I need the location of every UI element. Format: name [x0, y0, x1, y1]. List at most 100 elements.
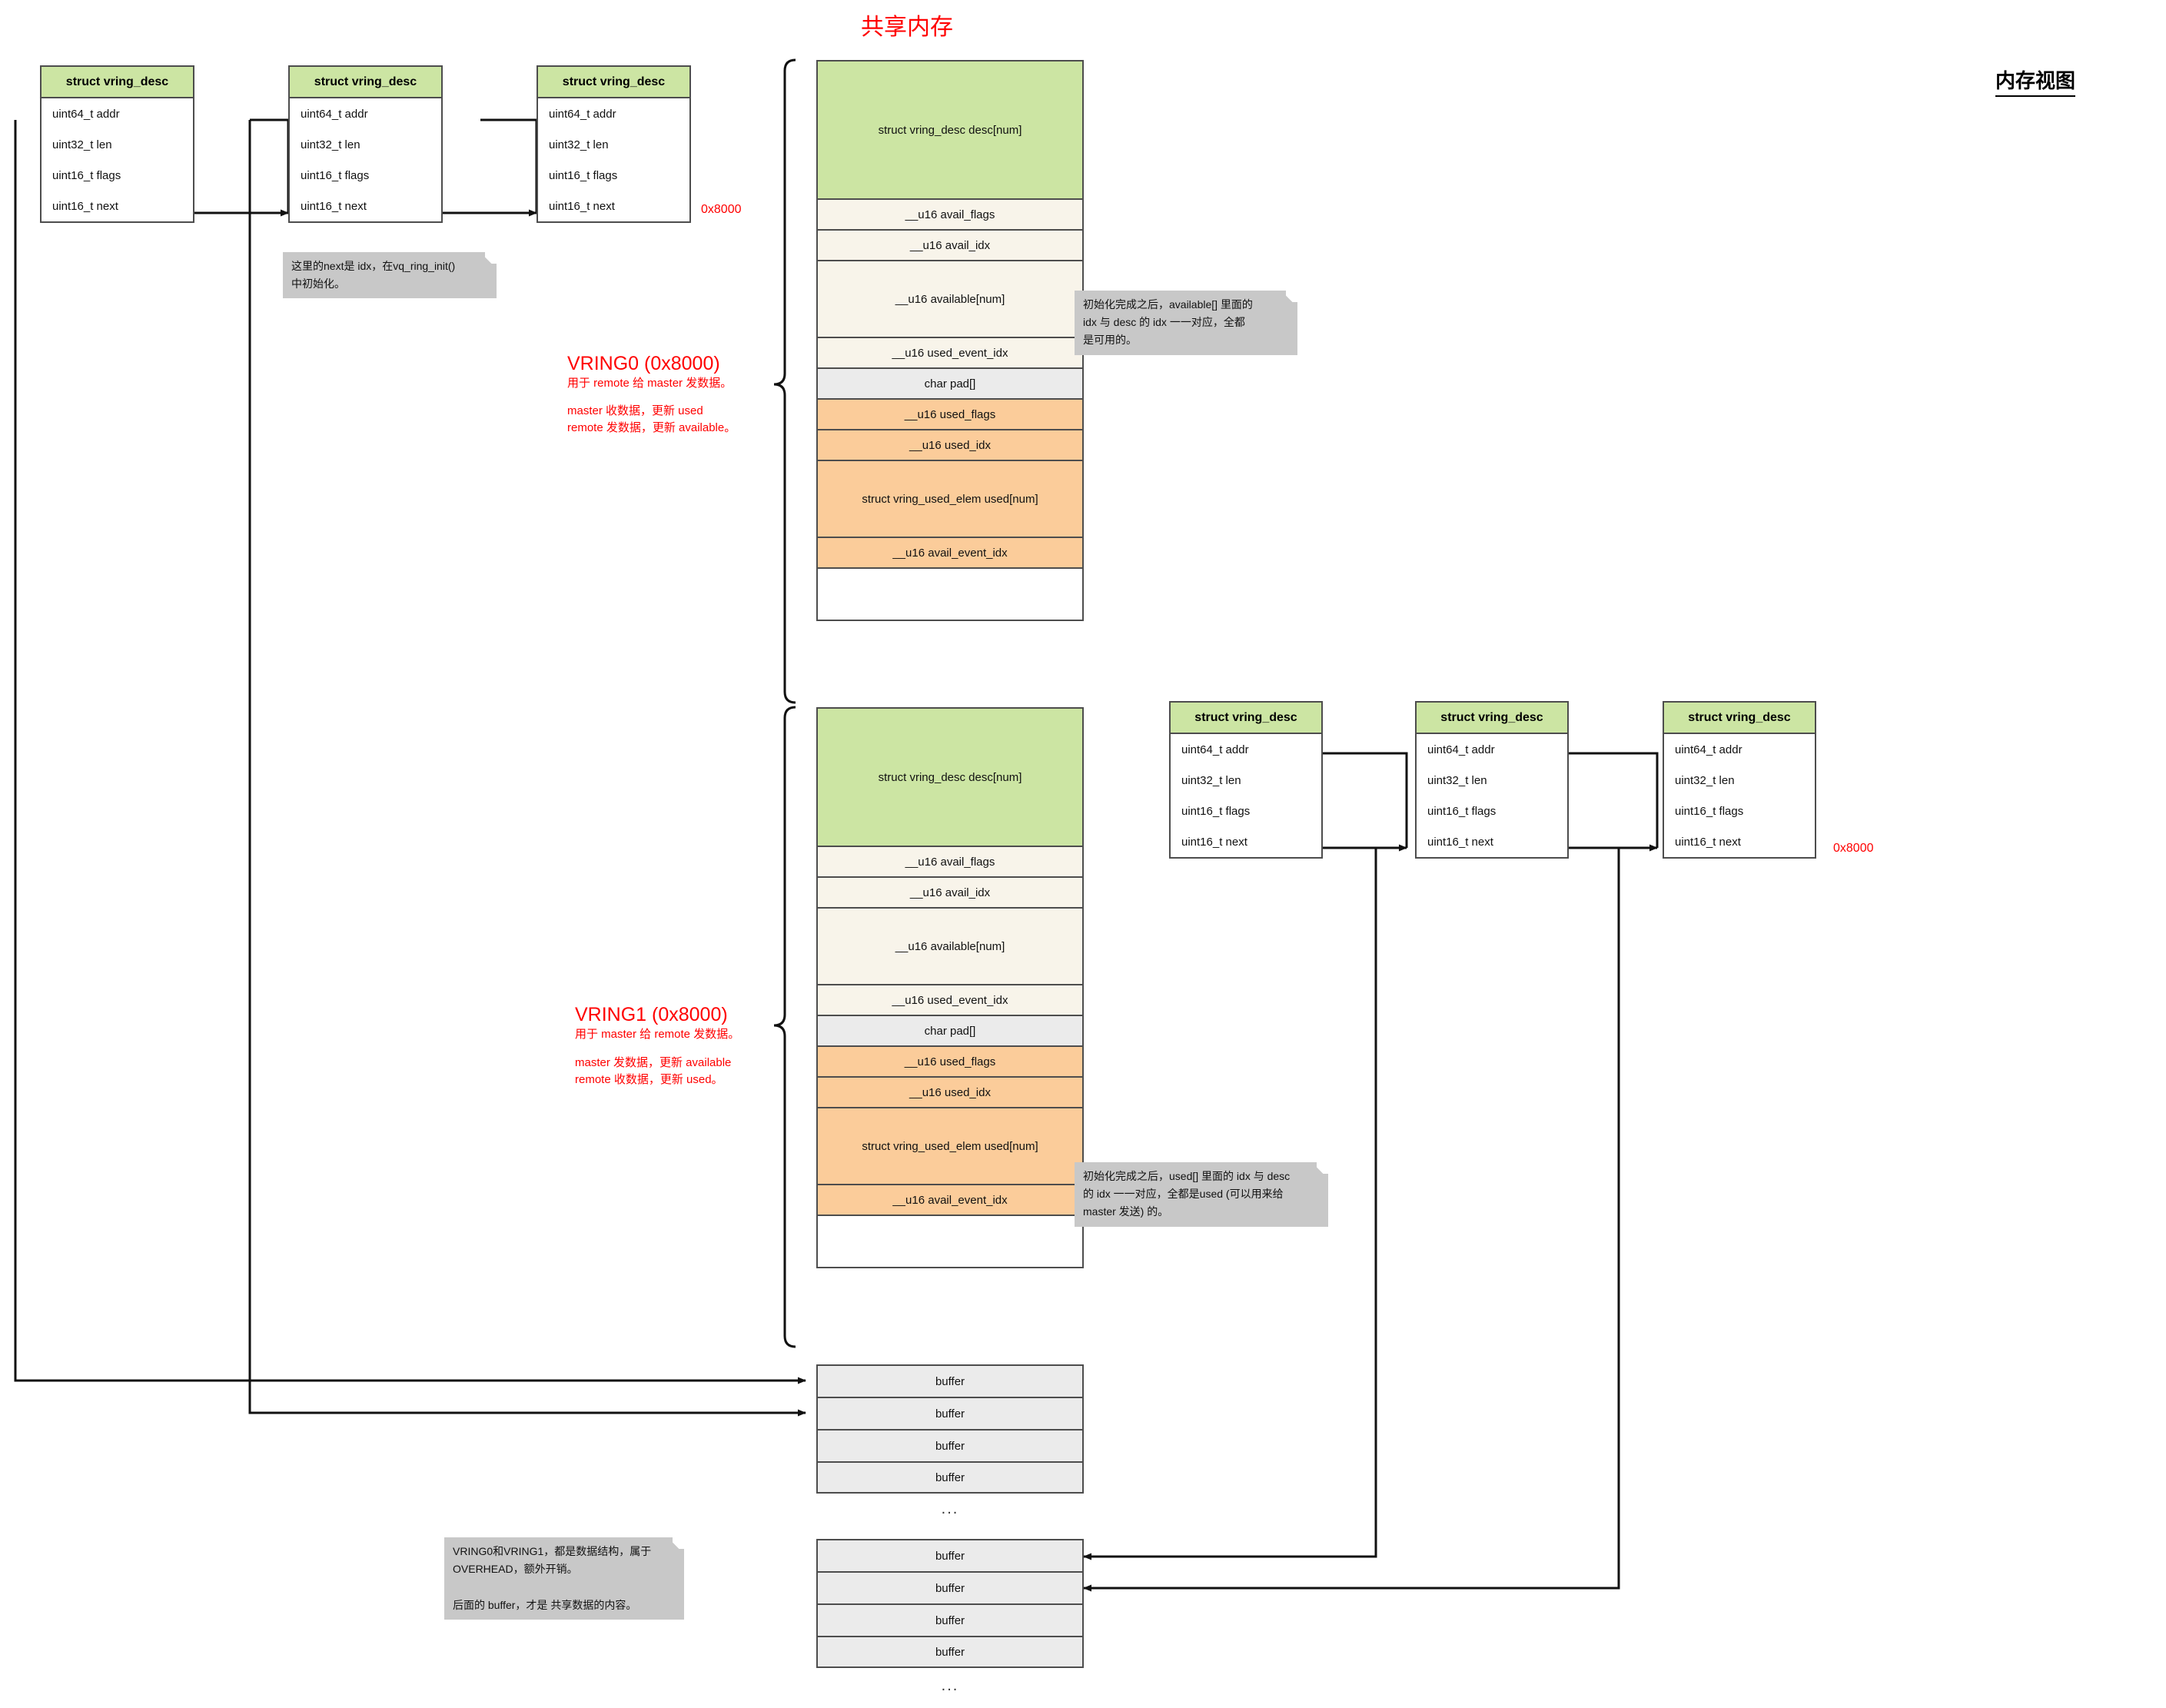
desc-field-addr: uint64_t addr: [1675, 743, 1742, 756]
vring0-row[interactable]: __u16 avail_flags: [816, 198, 1084, 229]
note-overhead-text: VRING0和VRING1，都是数据结构，属于 OVERHEAD，额外开销。 后…: [453, 1545, 652, 1611]
vring0-row[interactable]: __u16 used_idx: [816, 429, 1084, 460]
desc-field-flags: uint16_t flags: [549, 168, 618, 182]
buffer-lower-row[interactable]: buffer: [816, 1571, 1084, 1603]
desc-card-top-2[interactable]: struct vring_desc uint64_t addr uint32_t…: [288, 65, 443, 223]
desc-card-header: struct vring_desc: [538, 67, 689, 98]
vring1-row[interactable]: __u16 used_idx: [816, 1076, 1084, 1107]
vring0-row-label: char pad[]: [924, 377, 976, 390]
vring1-row[interactable]: char pad[]: [816, 1015, 1084, 1045]
desc-field-next: uint16_t next: [549, 199, 615, 213]
top-chain-address-label: 0x8000: [701, 203, 742, 216]
vring1-row-label: __u16 avail_idx: [909, 886, 991, 899]
vring0-row[interactable]: __u16 available[num]: [816, 260, 1084, 337]
desc-field-next: uint16_t next: [301, 199, 367, 213]
buffer-upper-row[interactable]: buffer: [816, 1364, 1084, 1397]
buffer-lower-row-label: buffer: [935, 1549, 965, 1563]
vring0-row[interactable]: __u16 used_flags: [816, 398, 1084, 429]
vring1-row[interactable]: struct vring_desc desc[num]: [816, 707, 1084, 846]
vring1-row[interactable]: __u16 available[num]: [816, 907, 1084, 984]
vring1-row-label: __u16 avail_flags: [905, 855, 995, 869]
vring0-row[interactable]: char pad[]: [816, 367, 1084, 398]
vring0-row-label: __u16 avail_flags: [905, 208, 995, 221]
bottom-chain-address-label: 0x8000: [1833, 842, 1874, 855]
vring0-row-label: __u16 available[num]: [895, 292, 1005, 306]
desc-card-header: struct vring_desc: [42, 67, 193, 98]
vring1-memory-map: struct vring_desc desc[num] __u16 avail_f…: [816, 707, 1084, 1268]
desc-field-addr: uint64_t addr: [301, 107, 368, 121]
vring0-memory-map: struct vring_desc desc[num] __u16 avail_f…: [816, 60, 1084, 621]
desc-field-len: uint32_t len: [549, 138, 609, 151]
vring1-row[interactable]: __u16 avail_idx: [816, 876, 1084, 907]
vring1-row[interactable]: __u16 used_event_idx: [816, 984, 1084, 1015]
vring0-row-label: __u16 used_flags: [904, 407, 996, 421]
desc-field-flags: uint16_t flags: [1181, 804, 1251, 818]
buffer-upper-row-label: buffer: [935, 1470, 965, 1484]
desc-card-bottom-1[interactable]: struct vring_desc uint64_t addr uint32_t…: [1169, 701, 1323, 859]
buffer-lower-row-label: buffer: [935, 1581, 965, 1595]
vring0-row[interactable]: __u16 avail_event_idx: [816, 537, 1084, 567]
buffer-upper-row[interactable]: buffer: [816, 1461, 1084, 1494]
vring0-note-line2: remote 发数据，更新 available。: [567, 421, 736, 434]
desc-field-addr: uint64_t addr: [1427, 743, 1495, 756]
desc-card-bottom-3[interactable]: struct vring_desc uint64_t addr uint32_t…: [1663, 701, 1816, 859]
vring1-row-label: struct vring_used_elem used[num]: [862, 1139, 1038, 1153]
vring0-row-label: __u16 used_idx: [909, 438, 991, 452]
vring0-title: VRING0 (0x8000): [567, 353, 720, 374]
vring1-row[interactable]: __u16 avail_event_idx: [816, 1184, 1084, 1215]
vring0-note-line1: master 收数据，更新 used: [567, 404, 703, 417]
vring1-row[interactable]: __u16 avail_flags: [816, 846, 1084, 876]
desc-card-header: struct vring_desc: [1171, 703, 1321, 734]
vring0-row[interactable]: [816, 567, 1084, 621]
vring0-row[interactable]: __u16 avail_idx: [816, 229, 1084, 260]
desc-card-top-1[interactable]: struct vring_desc uint64_t addr uint32_t…: [40, 65, 194, 223]
desc-field-next: uint16_t next: [1675, 835, 1741, 849]
buffer-list-upper: buffer buffer buffer buffer: [816, 1364, 1084, 1494]
vring0-row[interactable]: struct vring_used_elem used[num]: [816, 460, 1084, 537]
vring0-row[interactable]: struct vring_desc desc[num]: [816, 60, 1084, 198]
vring1-row[interactable]: [816, 1215, 1084, 1268]
vring1-row-label: struct vring_desc desc[num]: [878, 770, 1022, 784]
buffer-lower-row[interactable]: buffer: [816, 1539, 1084, 1571]
desc-field-len: uint32_t len: [1427, 773, 1487, 787]
vring1-purpose: 用于 master 给 remote 发数据。: [575, 1028, 740, 1041]
vring1-row[interactable]: __u16 used_flags: [816, 1045, 1084, 1076]
desc-field-flags: uint16_t flags: [52, 168, 121, 182]
vring1-row-label: __u16 used_idx: [909, 1085, 991, 1099]
vring1-row-label: __u16 used_event_idx: [892, 993, 1008, 1007]
vring1-row[interactable]: struct vring_used_elem used[num]: [816, 1107, 1084, 1184]
desc-field-len: uint32_t len: [52, 138, 112, 151]
desc-field-len: uint32_t len: [301, 138, 360, 151]
buffer-upper-row[interactable]: buffer: [816, 1429, 1084, 1461]
desc-field-next: uint16_t next: [1181, 835, 1247, 849]
vring0-row-label: struct vring_desc desc[num]: [878, 123, 1022, 137]
vring0-row-label: struct vring_used_elem used[num]: [862, 492, 1038, 506]
desc-field-next: uint16_t next: [52, 199, 118, 213]
desc-field-flags: uint16_t flags: [1427, 804, 1497, 818]
buffer-upper-ellipsis: ...: [941, 1500, 959, 1517]
vring0-row-label: __u16 avail_event_idx: [892, 546, 1008, 560]
vring1-row-label: __u16 avail_event_idx: [892, 1193, 1008, 1207]
buffer-upper-row[interactable]: buffer: [816, 1397, 1084, 1429]
desc-card-bottom-2[interactable]: struct vring_desc uint64_t addr uint32_t…: [1415, 701, 1569, 859]
desc-card-top-3[interactable]: struct vring_desc uint64_t addr uint32_t…: [537, 65, 691, 223]
desc-field-len: uint32_t len: [1181, 773, 1241, 787]
note-next-idx-text: 这里的next是 idx，在vq_ring_init() 中初始化。: [291, 260, 456, 291]
buffer-lower-row[interactable]: buffer: [816, 1603, 1084, 1636]
note-used-idx-text: 初始化完成之后，used[] 里面的 idx 与 desc 的 idx 一一对应…: [1083, 1170, 1291, 1218]
buffer-upper-row-label: buffer: [935, 1374, 965, 1388]
desc-field-flags: uint16_t flags: [1675, 804, 1744, 818]
buffer-lower-row[interactable]: buffer: [816, 1636, 1084, 1668]
buffer-upper-row-label: buffer: [935, 1439, 965, 1453]
desc-field-len: uint32_t len: [1675, 773, 1735, 787]
vring1-row-label: __u16 available[num]: [895, 939, 1005, 953]
vring0-row-label: __u16 avail_idx: [909, 238, 991, 252]
page-title: 共享内存: [861, 15, 953, 40]
vring1-row-label: __u16 used_flags: [904, 1055, 996, 1068]
corner-title: 内存视图: [1995, 65, 2076, 97]
vring0-row[interactable]: __u16 used_event_idx: [816, 337, 1084, 367]
vring1-note-line2: remote 收数据，更新 used。: [575, 1073, 723, 1086]
desc-field-next: uint16_t next: [1427, 835, 1493, 849]
